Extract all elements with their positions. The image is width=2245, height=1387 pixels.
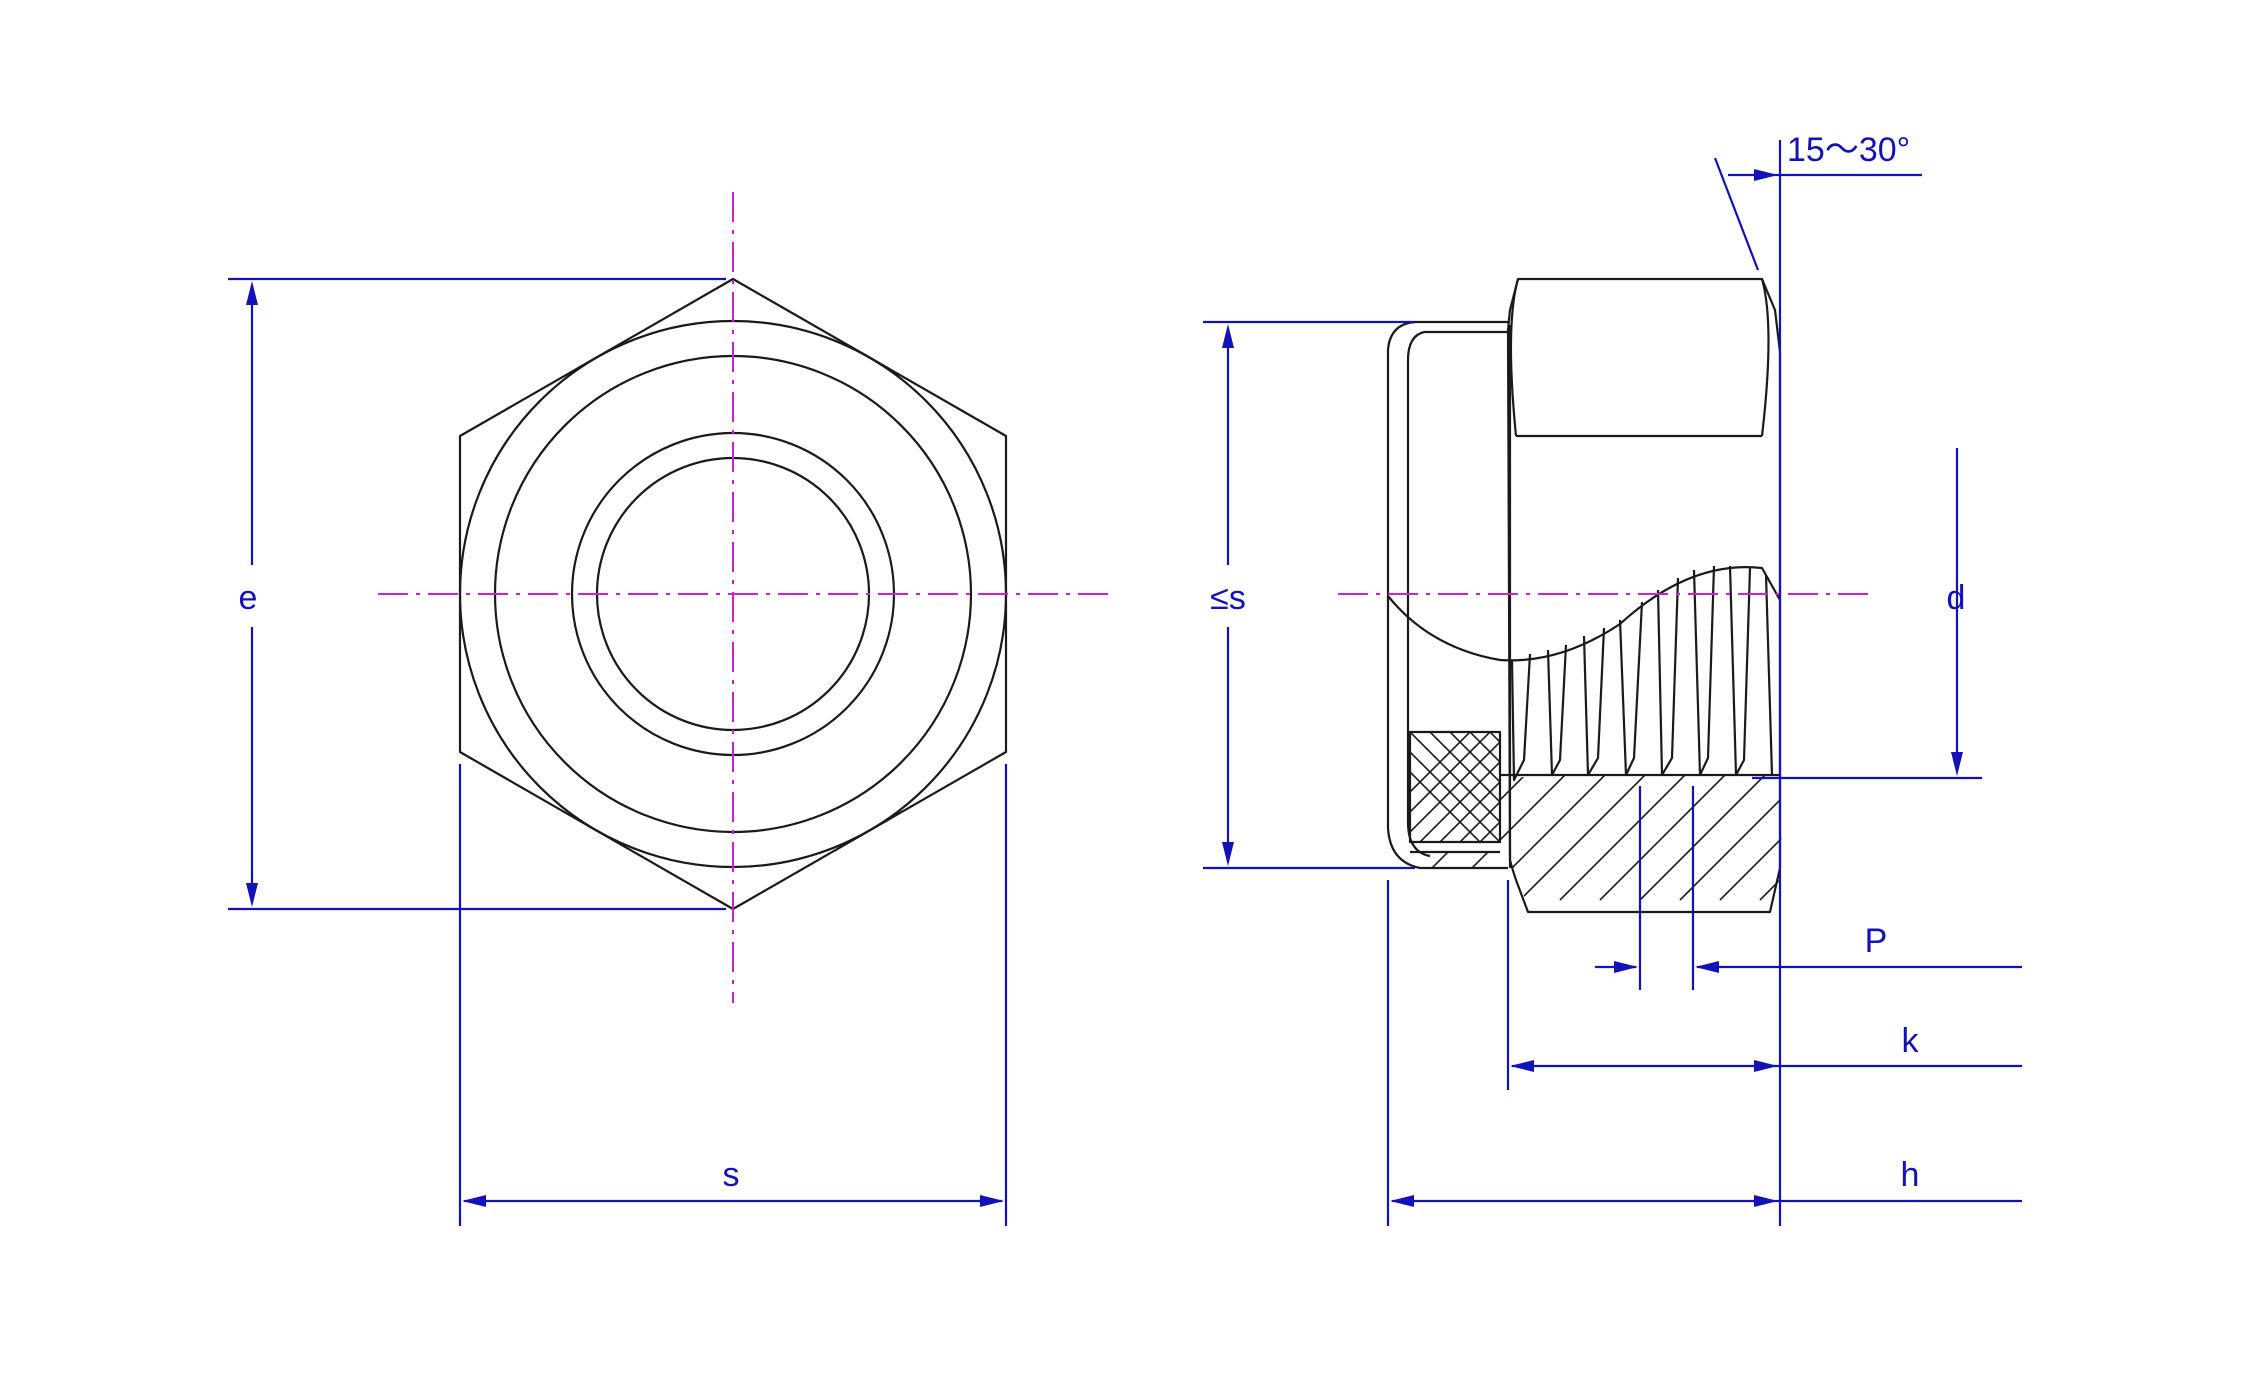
side-view-dimensions: ≤s d P k h 15～30° [1203,131,2022,1226]
dimension-label-chamfer-angle: 15～30° [1787,131,1910,169]
flange-inner-outline [1406,330,1431,858]
side-view [1338,277,1870,914]
hex-top-face-curve-right [1760,278,1770,437]
dimension-label-e: e [239,579,258,617]
flange-side-outline [1386,320,1508,870]
k-arrow-left [1510,1060,1534,1072]
chamfer-angle-arrow [1754,169,1778,181]
p-arrow-left [1614,961,1638,973]
dimension-label-s: s [723,1156,740,1194]
e-arrow-bottom [246,883,258,907]
nylon-insert [1408,730,1502,844]
dimension-label-k: k [1902,1022,1920,1060]
nylon-insert-crosshatch [1410,732,1500,842]
flange-dia-arrow-bottom [1222,842,1234,866]
section-break-curve [1387,566,1781,662]
flange-dia-arrow-top [1222,324,1234,348]
d-arrow-bottom [1951,752,1963,776]
dimension-label-d: d [1947,579,1966,617]
s-arrow-right [980,1195,1004,1207]
h-arrow-right [1754,1195,1778,1207]
front-view-dimensions: e s [228,277,1008,1226]
dimension-label-flange-diameter: ≤s [1210,579,1246,617]
p-arrow-right [1695,961,1719,973]
front-view [378,192,1110,1003]
k-arrow-right [1754,1060,1778,1072]
s-arrow-left [462,1195,486,1207]
dimension-label-h: h [1901,1156,1920,1194]
e-arrow-top [246,281,258,305]
h-arrow-left [1390,1195,1414,1207]
dimension-label-p: P [1865,922,1888,960]
chamfer-angle-leader [1713,157,1760,271]
thread-profile [1500,565,1780,782]
